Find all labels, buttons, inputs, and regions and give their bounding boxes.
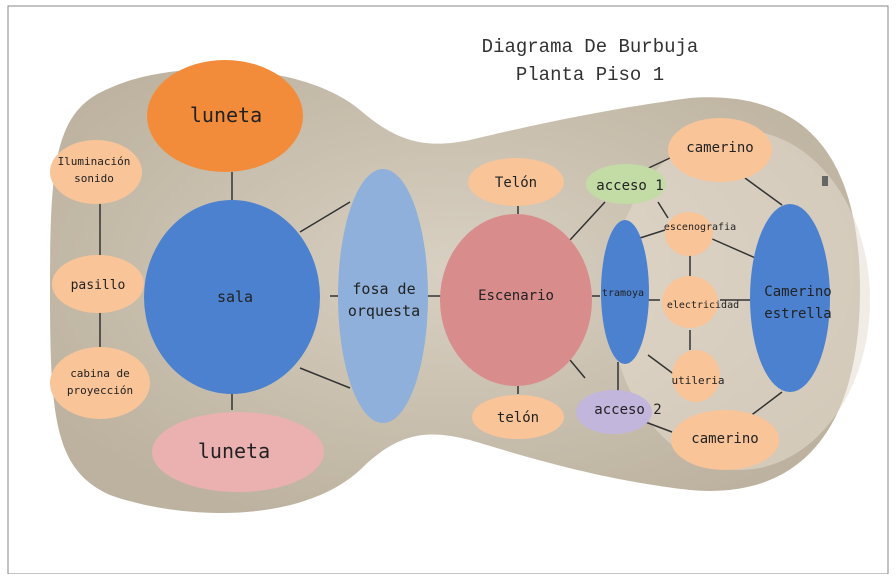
luneta-bottom-label: luneta: [198, 439, 270, 463]
telon-bottom-bubble: [472, 395, 564, 439]
acceso2-bubble: [576, 390, 652, 434]
utileria-label: utileria: [672, 374, 725, 387]
escenografia-bubble: [665, 212, 713, 256]
escenario-label: Escenario: [478, 288, 554, 304]
cabina-bubble: [50, 347, 150, 419]
luneta-top-label: luneta: [190, 103, 262, 127]
telon-bottom-label: telón: [497, 410, 539, 426]
estrella-label: estrella: [764, 306, 831, 322]
fosa-bubble: [338, 169, 428, 423]
cabina-label: cabina de: [70, 367, 130, 380]
camerino-estrella-label: Camerino: [764, 284, 831, 300]
acceso1-label: acceso 1: [596, 178, 663, 194]
sala-label: sala: [217, 288, 253, 306]
diagram-title: Diagrama De Burbuja: [482, 36, 699, 58]
escenografia-label: escenografia: [664, 222, 736, 233]
acceso2-label: acceso 2: [594, 402, 661, 418]
diagram-subtitle: Planta Piso 1: [516, 64, 664, 86]
camerino-top-label: camerino: [686, 140, 753, 156]
electricidad-label: electricidad: [667, 300, 739, 311]
camerino-top-bubble: [668, 118, 772, 182]
sonido-label: sonido: [74, 172, 114, 185]
luneta-top-bubble: [147, 60, 303, 172]
camerino-bottom-bubble: [671, 410, 779, 470]
utileria-bubble: [672, 350, 720, 402]
pasillo-bubble: [52, 255, 144, 313]
iluminacion-label: Iluminación: [58, 155, 131, 168]
iluminacion-bubble: [50, 140, 142, 204]
orquesta-label: orquesta: [348, 302, 420, 320]
acceso1-bubble: [586, 164, 666, 204]
tramoya-bubble: [601, 220, 649, 364]
telon-top-bubble: [468, 158, 564, 206]
roof-mark-right: [822, 176, 828, 186]
electricidad-bubble: [662, 276, 718, 328]
camerino-bottom-label: camerino: [691, 431, 758, 447]
pasillo-label: pasillo: [71, 278, 126, 293]
tramoya-label: tramoya: [602, 288, 644, 299]
luneta-bottom-bubble: [152, 412, 324, 492]
telon-top-label: Telón: [495, 175, 537, 191]
proyeccion-label: proyección: [67, 384, 133, 397]
escenario-bubble: [440, 214, 592, 386]
camerino-estrella-bubble: [750, 204, 830, 392]
fosa-label: fosa de: [352, 280, 415, 298]
sala-bubble: [144, 200, 320, 394]
